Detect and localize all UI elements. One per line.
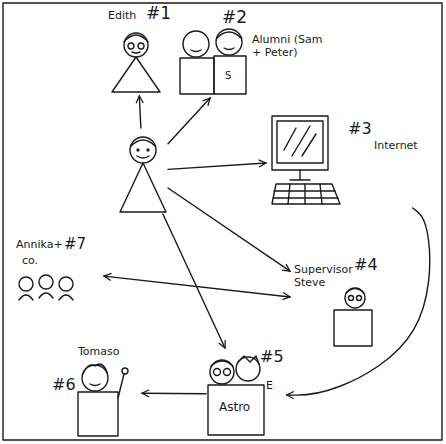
- callout-number: #5: [260, 348, 284, 366]
- connector-arrow: [142, 393, 206, 395]
- page-frame: [3, 3, 442, 440]
- connector-arrow: [139, 96, 141, 128]
- person-node: Tomaso #6: [50, 346, 142, 440]
- connector-arrow: [168, 163, 266, 169]
- person-name: Supervisor Steve: [294, 264, 356, 289]
- computer-icon: [272, 116, 340, 204]
- internet-node: #3Internet: [266, 108, 421, 208]
- person-figure: [112, 33, 160, 92]
- person-node: Supervisor Steve#4: [290, 256, 381, 348]
- connector-arrow: [163, 214, 225, 348]
- group-node: #2Alumni (Sam + Peter): [176, 8, 327, 98]
- person-figure: [120, 137, 166, 212]
- person-figure: [78, 364, 128, 436]
- shirt-letter: S: [225, 70, 231, 81]
- group-name: Annika+: [16, 239, 63, 252]
- group-name: Alumni (Sam + Peter): [252, 34, 324, 59]
- callout-number: #1: [146, 4, 171, 24]
- callout-number: #3: [348, 120, 372, 138]
- person-node: #1 Edith: [100, 4, 174, 96]
- connector-arrow: [104, 276, 290, 297]
- person-figure: [180, 29, 246, 94]
- person-name: Edith: [108, 10, 136, 23]
- group-node: Annika+#7 co.: [12, 236, 104, 306]
- shirt-text: Astro: [219, 401, 250, 415]
- callout-number: #2: [222, 8, 247, 28]
- group-figure: [19, 275, 73, 300]
- person-figure: [334, 288, 372, 346]
- self-node: [118, 128, 168, 214]
- group-node: #5Astro: [206, 348, 287, 440]
- callout-number: #7: [64, 236, 86, 253]
- connector-arrow: [168, 188, 290, 271]
- resource-name: Internet: [374, 140, 418, 153]
- callout-number: #6: [52, 376, 76, 394]
- connector-arrow: [168, 98, 210, 144]
- person-figure: [208, 356, 264, 435]
- person-name: Tomaso: [78, 346, 120, 359]
- callout-number: #4: [354, 256, 378, 274]
- group-name: co.: [22, 255, 38, 268]
- connector-arrow: [287, 208, 430, 395]
- person-initial: E: [266, 380, 273, 392]
